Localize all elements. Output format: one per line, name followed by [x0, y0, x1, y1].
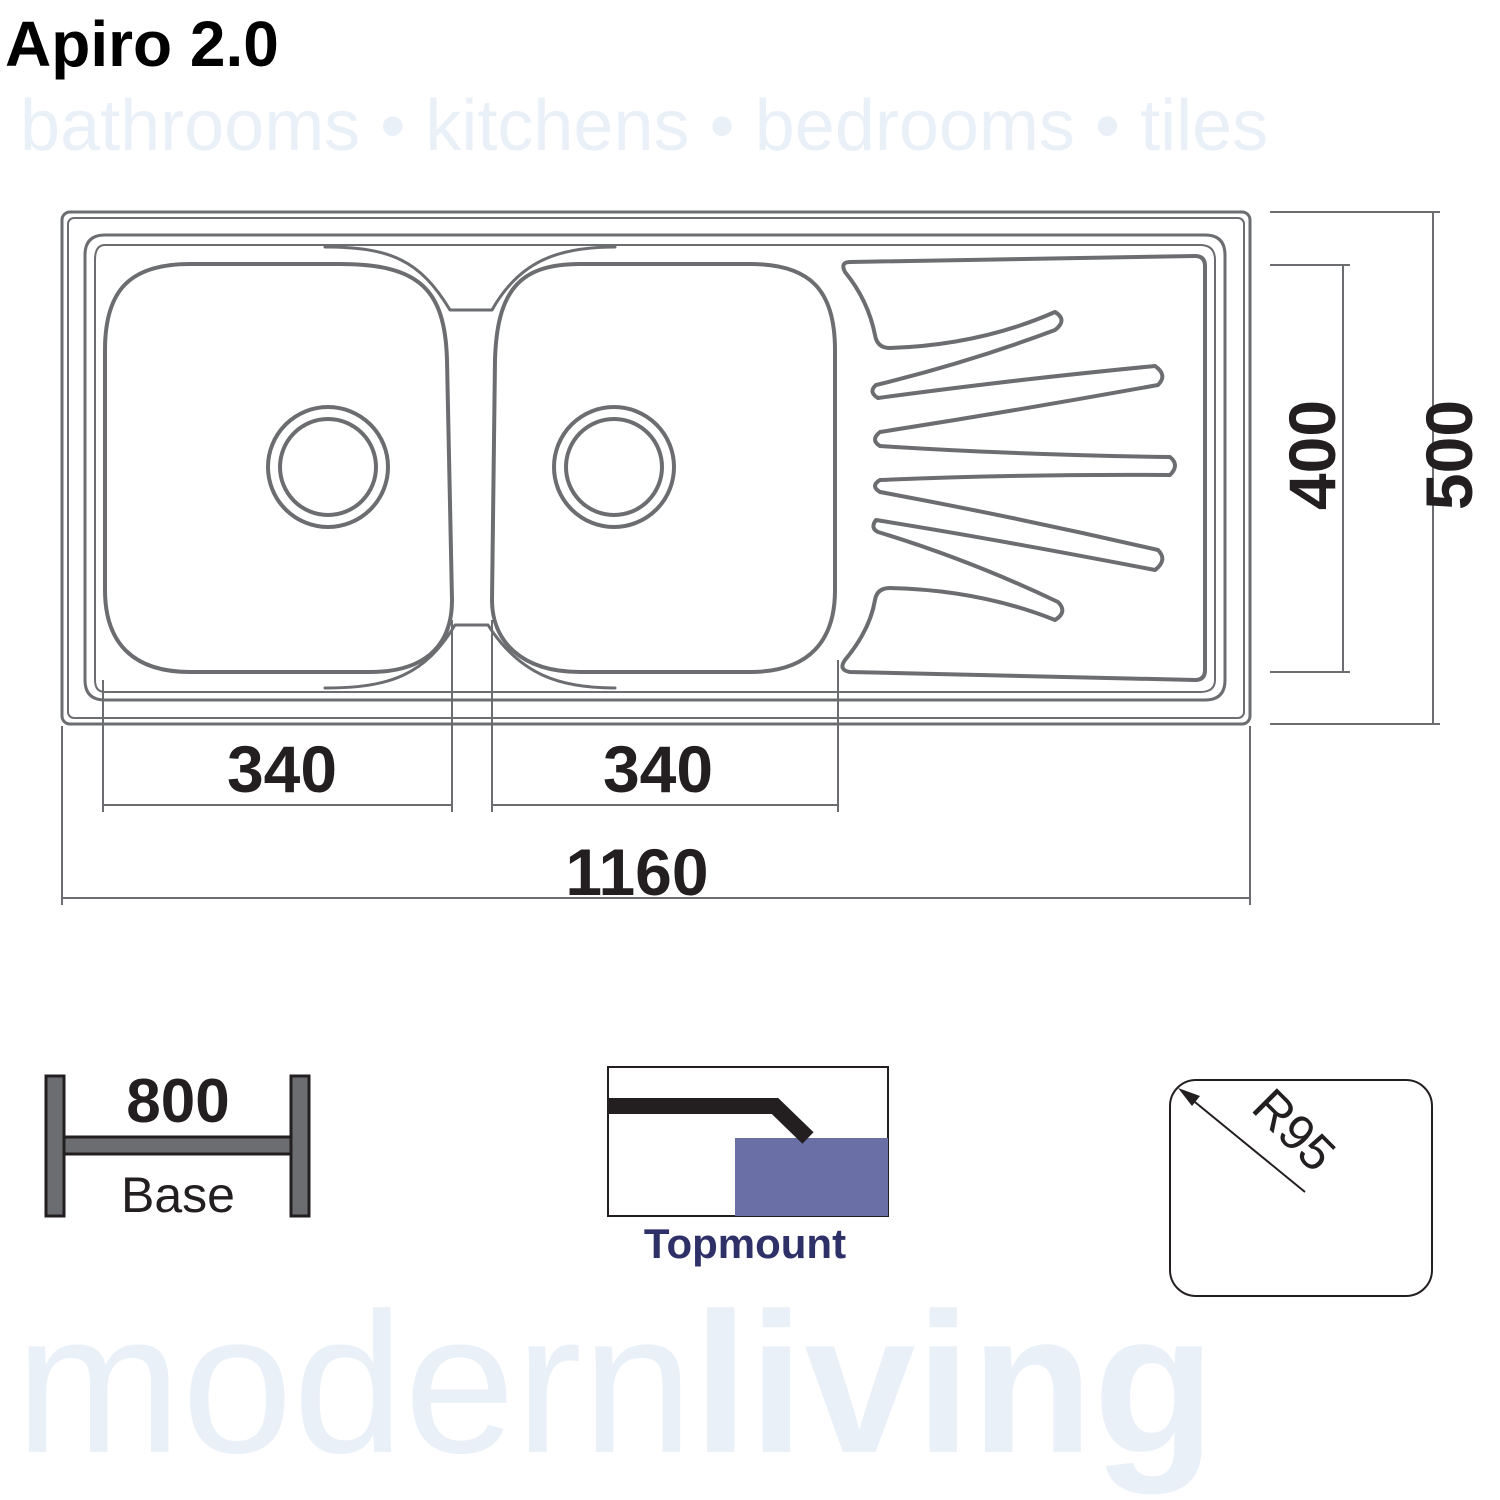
corner-radius-label: R95 — [1242, 1078, 1346, 1182]
topmount-icon — [607, 1066, 889, 1217]
dim-overall-width: 1160 — [565, 835, 708, 909]
dim-bowl-right: 340 — [603, 732, 713, 806]
left-drain — [266, 405, 390, 529]
dim-bowl-depth: 400 — [1275, 400, 1349, 510]
mount-label: Topmount — [644, 1220, 846, 1267]
dim-bowl-left: 340 — [227, 732, 337, 806]
left-bowl — [103, 262, 454, 674]
dim-overall-depth: 500 — [1412, 400, 1486, 510]
right-drain — [552, 405, 676, 529]
watermark-brand: modernliving — [15, 1272, 1215, 1495]
watermark-tagline: bathrooms • kitchens • bedrooms • tiles — [20, 86, 1268, 166]
corner-radius-icon — [1169, 1079, 1433, 1297]
base-size: 800 — [126, 1067, 229, 1136]
base-label: Base — [121, 1167, 235, 1223]
page-title: Apiro 2.0 — [5, 8, 279, 80]
sink-plan — [60, 210, 1252, 726]
watermark: bathrooms • kitchens • bedrooms • tiles … — [15, 86, 1268, 1495]
right-bowl — [490, 262, 837, 674]
dimension-lines — [61, 211, 1440, 905]
base-icon — [44, 1074, 311, 1218]
drainer — [840, 254, 1207, 682]
